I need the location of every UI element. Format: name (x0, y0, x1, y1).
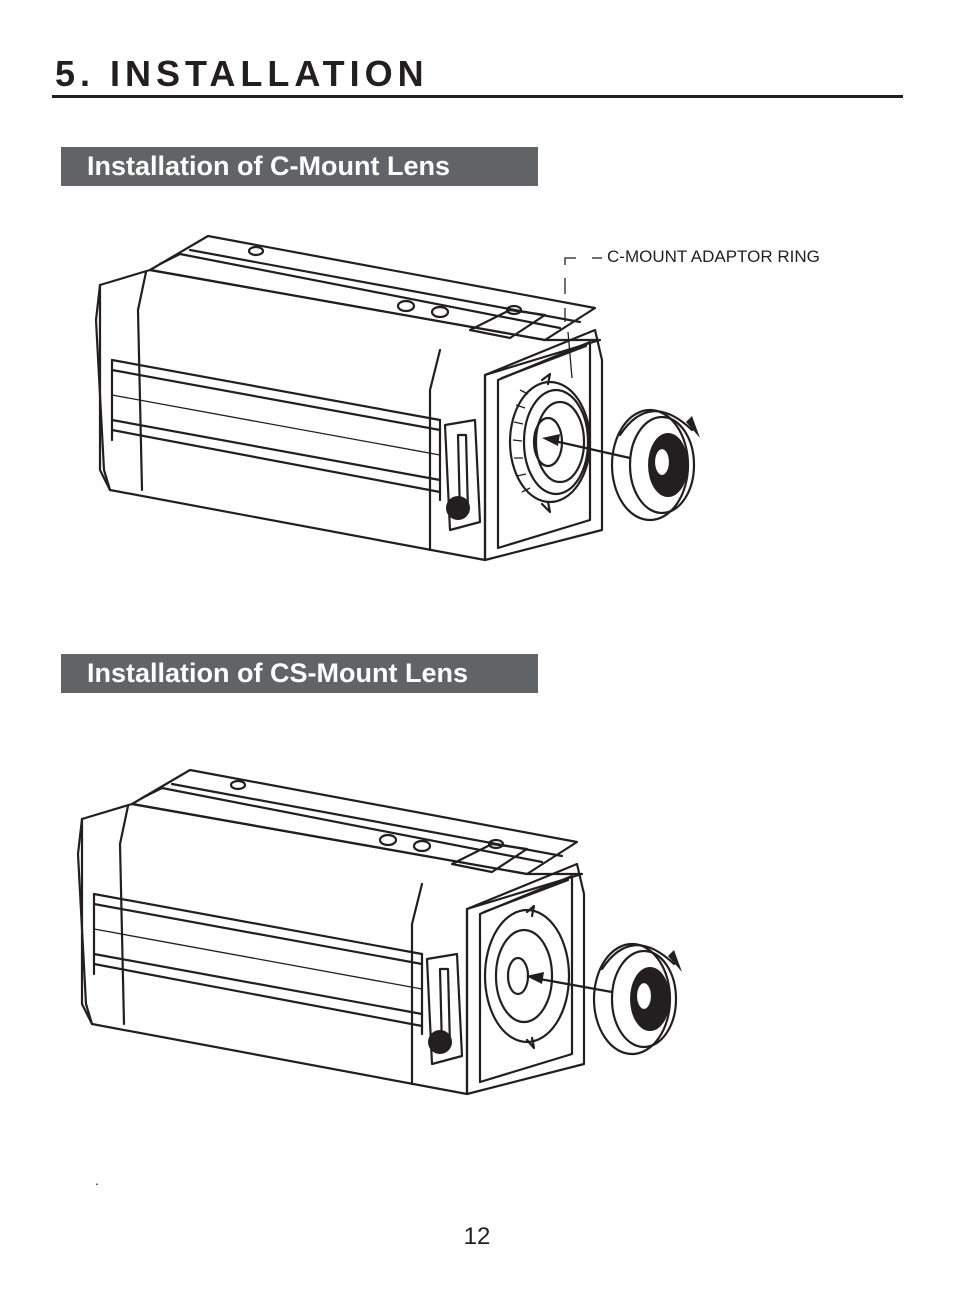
insertion-arrow-icon (526, 972, 614, 994)
rotation-arrow-icon (600, 944, 682, 972)
camera-body-illustration (76, 768, 586, 1096)
section-heading-cs-mount: Installation of CS-Mount Lens (61, 654, 538, 693)
c-mount-adaptor-ring-label: C-MOUNT ADAPTOR RING (607, 247, 820, 266)
lens-illustration (610, 408, 696, 522)
page-title: 5. INSTALLATION (55, 53, 429, 94)
insertion-arrow-icon (542, 434, 632, 460)
section-heading-c-mount: Installation of C-Mount Lens (61, 147, 538, 186)
page-number: 12 (463, 1223, 491, 1250)
lens-illustration (592, 942, 678, 1056)
title-divider (52, 95, 903, 98)
c-mount-camera-diagram (94, 234, 700, 562)
cs-mount-ring-illustration (483, 904, 571, 1050)
camera-body-illustration (94, 234, 604, 562)
cs-mount-camera-diagram (76, 768, 682, 1096)
rotation-arrow-icon (618, 410, 700, 438)
callout-leader (564, 257, 602, 379)
stray-mark: . (95, 1172, 99, 1188)
c-mount-adaptor-ring-illustration (508, 372, 592, 514)
